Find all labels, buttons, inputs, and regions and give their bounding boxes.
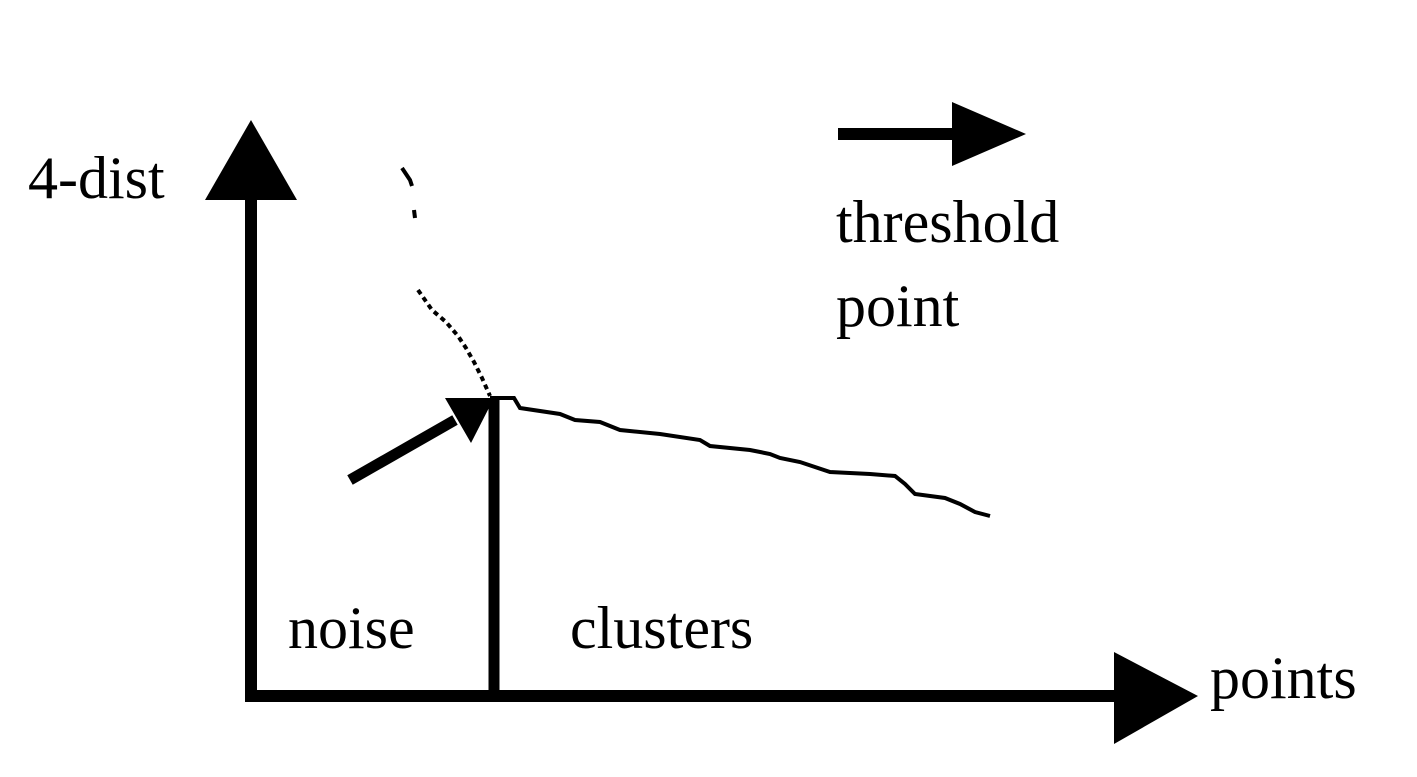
threshold-pointer-arrow-shaft [347, 415, 458, 485]
y-axis-label: 4-dist [28, 145, 165, 211]
legend-label-line1: threshold [836, 189, 1059, 255]
k-dist-curve-noise-segment [412, 209, 417, 219]
y-axis-arrowhead [205, 120, 297, 200]
x-axis-label: points [1210, 645, 1357, 711]
k-dist-curve-noise-segment [400, 166, 414, 187]
noise-region-label: noise [288, 595, 415, 661]
threshold-pointer-arrow-head [445, 398, 494, 443]
clusters-region-label: clusters [570, 595, 753, 661]
k-dist-curve-noise-segment [416, 288, 492, 397]
x-axis-arrowhead [1114, 652, 1198, 744]
legend-arrow-head [952, 102, 1026, 166]
legend-label-line2: point [836, 273, 960, 339]
k-dist-curve-cluster-segment [490, 396, 991, 518]
